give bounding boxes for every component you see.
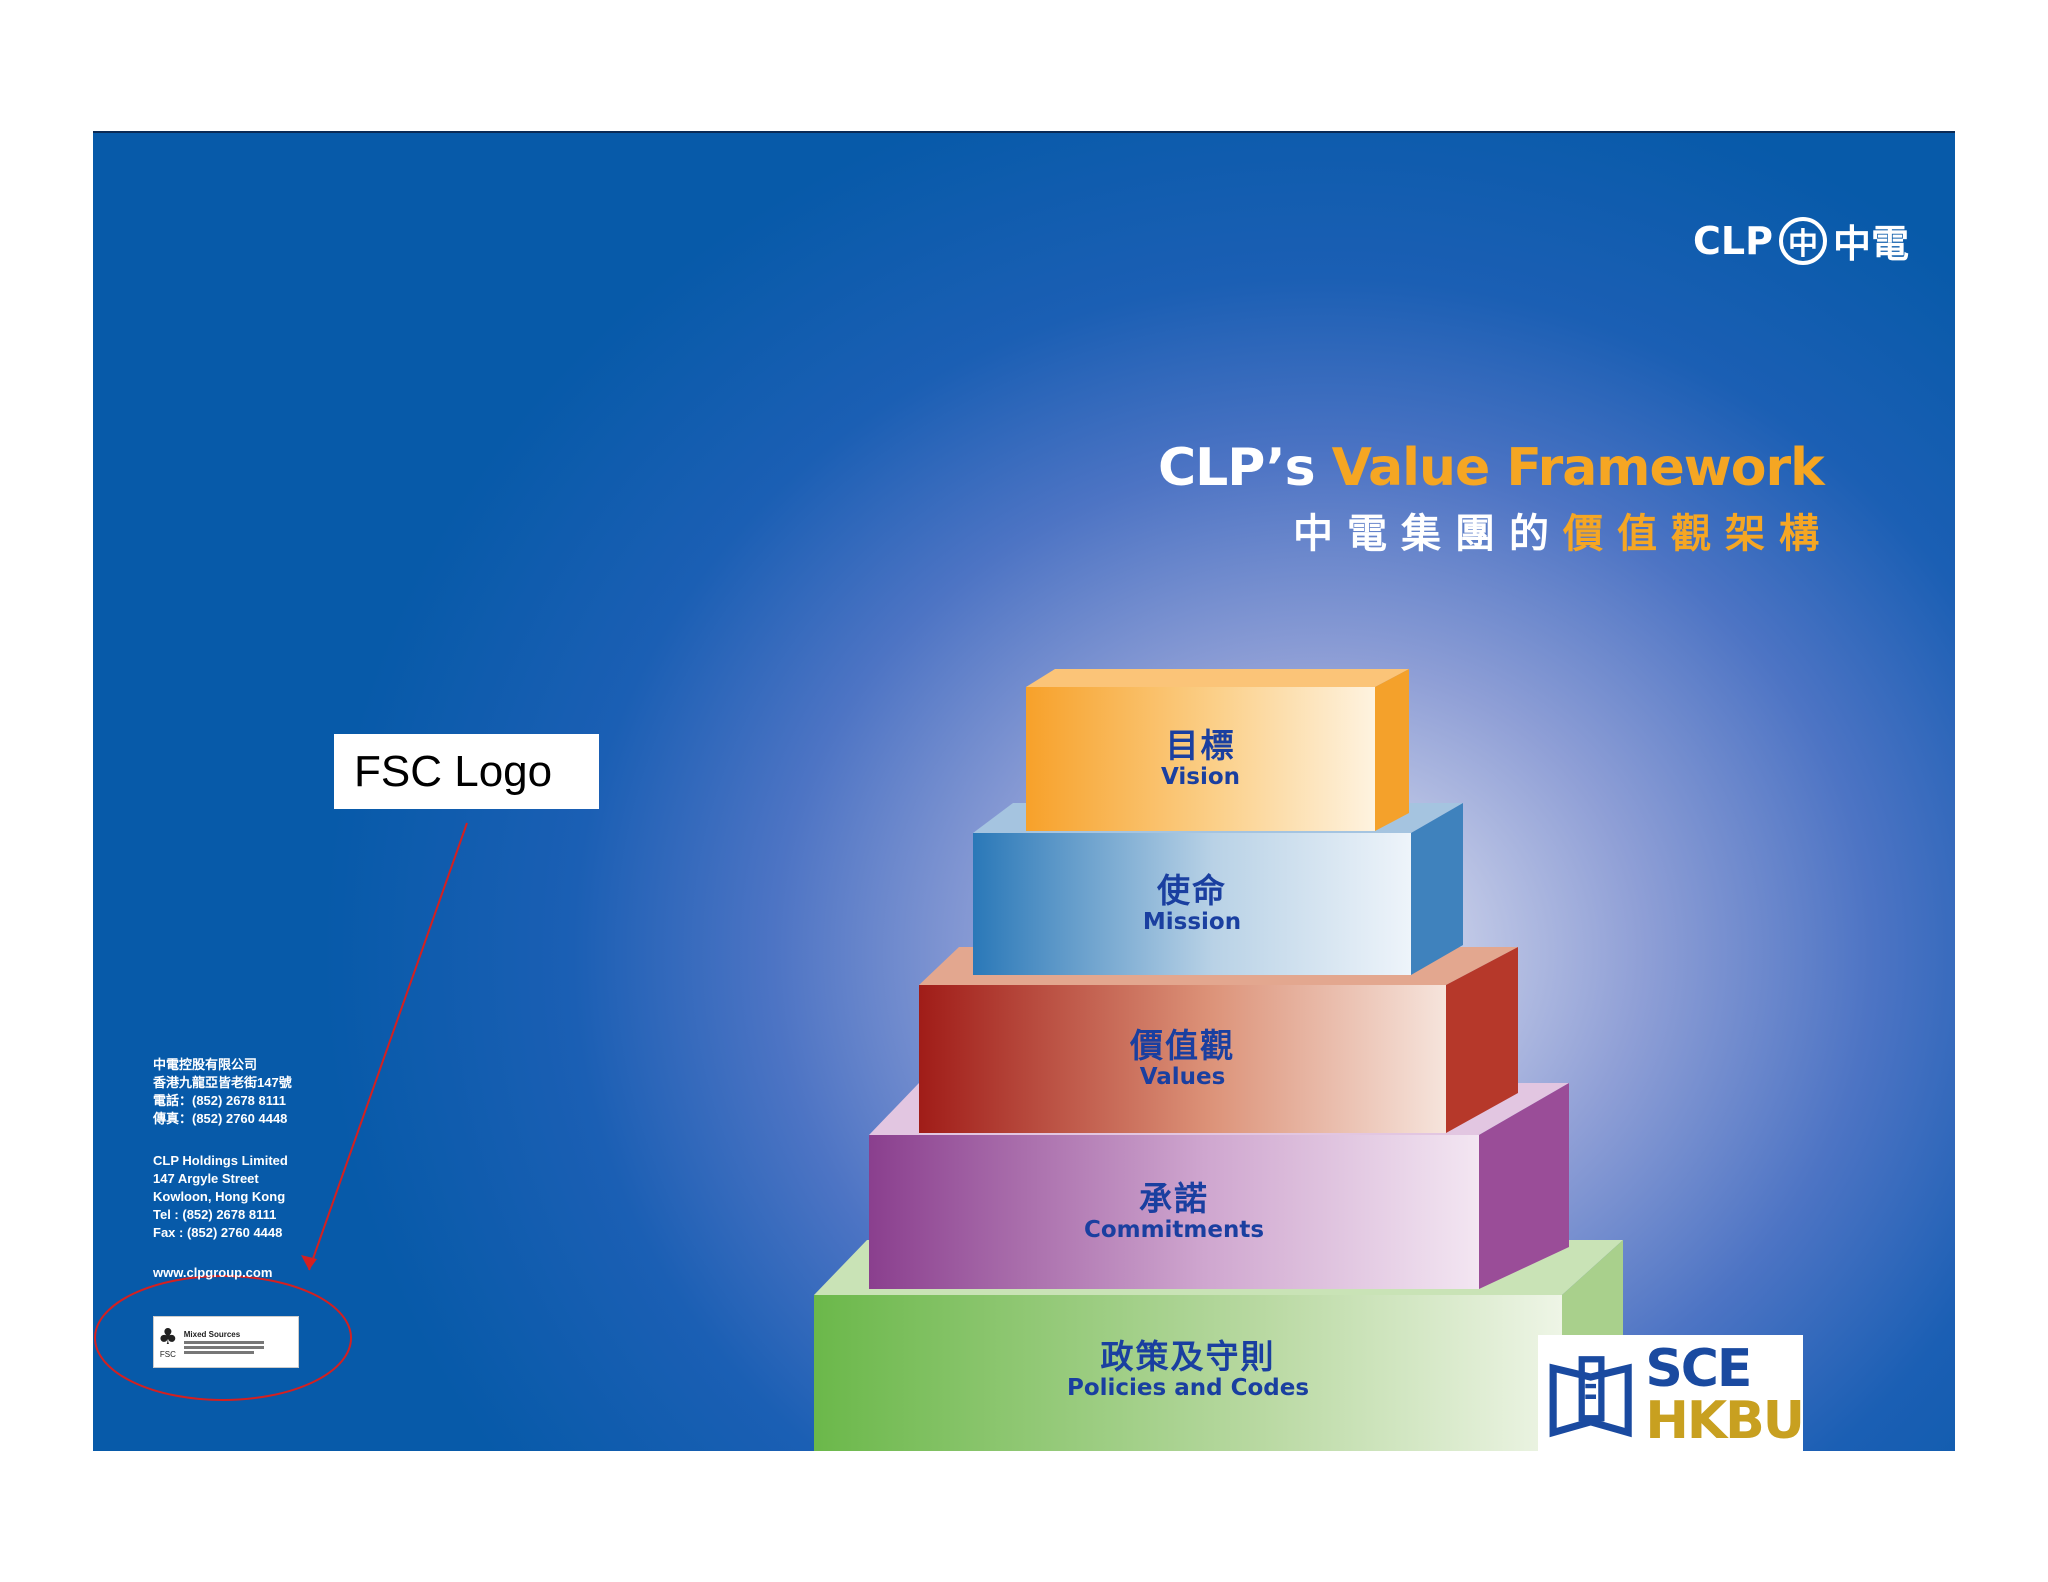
address-zh-line: 香港九龍亞皆老街147號 <box>153 1075 292 1090</box>
policies-zh: 政策及守則 <box>1100 1337 1276 1377</box>
pyramid-diagram <box>94 669 1623 1451</box>
logo-mark-icon: 中 <box>1778 216 1827 265</box>
annotation-arrow <box>308 822 468 1271</box>
commitments-zh: 承諾 <box>1139 1179 1209 1219</box>
values-label: 價值觀 Values <box>919 985 1446 1133</box>
fsc-annotation-text: FSC Logo <box>354 746 553 796</box>
address-en-line: Fax : (852) 2760 4448 <box>153 1225 283 1240</box>
title-chinese: 中電集團的價值觀架構 <box>1293 501 1833 559</box>
step-vision <box>1026 669 1409 831</box>
vision-zh: 目標 <box>1165 726 1236 766</box>
vision-en: Vision <box>1160 764 1241 791</box>
hkbu-sce-logo: SCE HKBU <box>1538 1335 1805 1451</box>
fsc-code: FSC <box>159 1350 176 1359</box>
mission-zh: 使命 <box>1157 871 1227 911</box>
annotation-arrowhead <box>301 1255 317 1270</box>
mission-label: 使命 Mission <box>973 833 1411 975</box>
address-zh-line: 傳真：(852) 2760 4448 <box>153 1111 288 1126</box>
commitments-label: 承諾 Commitments <box>869 1135 1479 1289</box>
annotation-circle <box>94 1275 352 1401</box>
title-en-white: CLP’s <box>1158 438 1316 498</box>
step-mission <box>973 803 1463 975</box>
step-values <box>919 947 1518 1133</box>
policies-label: 政策及守則 Policies and Codes <box>814 1295 1562 1445</box>
address-en: CLP Holdings Limited 147 Argyle Street K… <box>153 1152 288 1242</box>
address-en-line: CLP Holdings Limited <box>153 1153 288 1168</box>
book-icon <box>1549 1356 1632 1438</box>
logo-zh-text: 中電 <box>1832 222 1909 266</box>
fsc-logo: ♣ FSC Mixed Sources <box>153 1316 299 1368</box>
values-en: Values <box>1139 1064 1226 1091</box>
address-zh-line: 中電控股有限公司 <box>153 1057 258 1072</box>
policies-en: Policies and Codes <box>1066 1375 1310 1402</box>
address-en-line: Kowloon, Hong Kong <box>153 1189 286 1204</box>
website-text: www.clpgroup.com <box>153 1265 273 1280</box>
value-framework-panel: CLP 中 中電 CLP’s Value Framework 中電集團的價值觀架… <box>93 131 1955 1451</box>
mission-en: Mission <box>1142 909 1242 936</box>
fsc-title: Mixed Sources <box>183 1330 241 1339</box>
title-zh-white: 中電集團的 <box>1293 511 1563 557</box>
title-en-orange: Value Framework <box>1331 438 1825 498</box>
hkbu-sce-text: SCE <box>1645 1339 1752 1399</box>
title-english: CLP’s Value Framework <box>1158 438 1825 498</box>
vision-label: 目標 Vision <box>1026 687 1375 831</box>
clp-logo: CLP 中 中電 <box>1693 213 1909 268</box>
address-zh-line: 電話：(852) 2678 8111 <box>153 1093 286 1108</box>
commitments-en: Commitments <box>1083 1217 1265 1244</box>
tree-icon: ♣ <box>158 1325 178 1350</box>
hkbu-text: HKBU <box>1645 1391 1805 1451</box>
address-en-line: 147 Argyle Street <box>153 1171 259 1186</box>
values-zh: 價值觀 <box>1130 1026 1235 1066</box>
logo-clp-text: CLP <box>1693 218 1773 263</box>
fsc-annotation-label: FSC Logo <box>334 734 599 809</box>
address-en-line: Tel : (852) 2678 8111 <box>153 1207 277 1222</box>
title-zh-orange: 價值觀架構 <box>1563 511 1833 557</box>
address-zh: 中電控股有限公司 香港九龍亞皆老街147號 電話：(852) 2678 8111… <box>153 1056 292 1128</box>
